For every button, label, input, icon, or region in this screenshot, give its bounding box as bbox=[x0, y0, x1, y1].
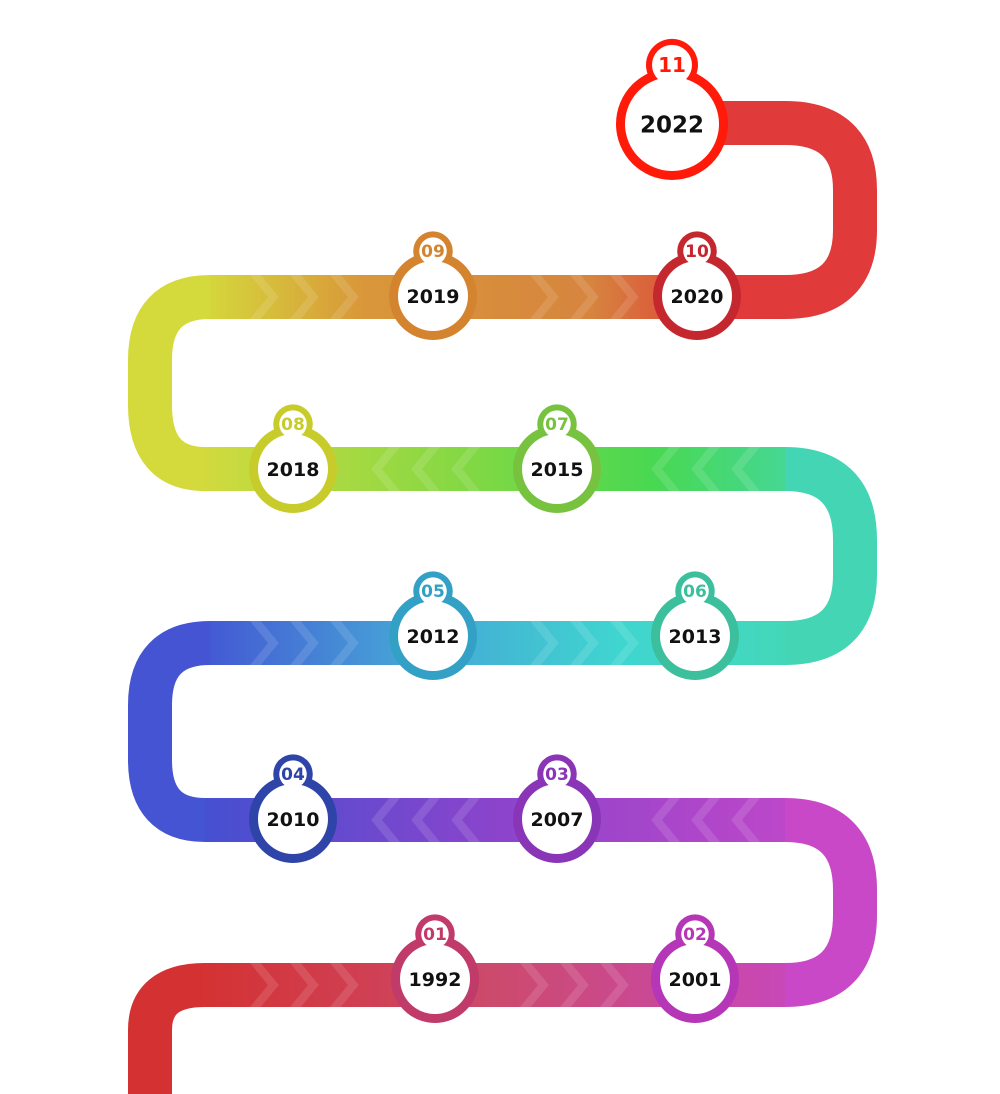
year-circle-inner bbox=[398, 261, 468, 331]
year-circle-inner bbox=[522, 784, 592, 854]
milestone-year: 2001 bbox=[669, 969, 722, 991]
chevron-arrow-icon bbox=[570, 275, 599, 319]
milestone-year: 2007 bbox=[531, 809, 584, 831]
year-circle-inner bbox=[258, 434, 328, 504]
milestone-year: 2010 bbox=[267, 809, 320, 831]
milestone-04: 04 2010 bbox=[249, 754, 337, 863]
track-segment bbox=[205, 798, 877, 1007]
milestone-year: 2018 bbox=[267, 459, 320, 481]
year-circle-inner bbox=[625, 77, 719, 171]
milestone-year: 2012 bbox=[407, 626, 460, 648]
year-circle-inner bbox=[522, 434, 592, 504]
year-circle-inner bbox=[662, 261, 732, 331]
chevron-arrow-icon bbox=[330, 275, 359, 319]
number-bubble-inner bbox=[681, 577, 709, 605]
chevron-arrow-icon bbox=[411, 798, 440, 842]
milestone-number: 05 bbox=[421, 582, 445, 602]
chevron-arrow-icon bbox=[530, 621, 559, 665]
number-bubble-inner bbox=[419, 577, 447, 605]
number-bubble-inner bbox=[681, 920, 709, 948]
milestone-year: 2022 bbox=[640, 112, 704, 138]
year-circle-inner bbox=[660, 601, 730, 671]
milestone-year: 2020 bbox=[671, 286, 724, 308]
track-segment bbox=[205, 447, 877, 665]
milestone-01: 01 1992 bbox=[391, 914, 479, 1023]
milestone-number: 06 bbox=[683, 582, 707, 602]
chevron-arrow-icon bbox=[290, 621, 319, 665]
chevron-arrow-icon bbox=[600, 963, 629, 1007]
chevron-arrow-icon bbox=[570, 621, 599, 665]
track-segment bbox=[128, 275, 785, 491]
track-segment bbox=[670, 101, 877, 319]
chevron-arrow-icon bbox=[610, 621, 639, 665]
milestone-02: 02 2001 bbox=[651, 914, 739, 1023]
milestone-03: 03 2007 bbox=[513, 754, 601, 863]
chevron-arrow-icon bbox=[731, 798, 760, 842]
number-bubble-inner bbox=[421, 920, 449, 948]
chevron-arrow-icon bbox=[560, 963, 589, 1007]
track-chevrons bbox=[250, 275, 760, 1007]
number-bubble-inner bbox=[419, 237, 447, 265]
chevron-arrow-icon bbox=[731, 447, 760, 491]
chevron-arrow-icon bbox=[411, 447, 440, 491]
milestone-06: 06 2013 bbox=[651, 571, 739, 680]
number-bubble-inner bbox=[543, 410, 571, 438]
chevron-arrow-icon bbox=[330, 621, 359, 665]
milestone-year: 2019 bbox=[407, 286, 460, 308]
year-circle-inner bbox=[660, 944, 730, 1014]
chevron-arrow-icon bbox=[290, 275, 319, 319]
chevron-arrow-icon bbox=[691, 447, 720, 491]
chevron-arrow-icon bbox=[250, 275, 279, 319]
chevron-arrow-icon bbox=[610, 275, 639, 319]
year-circle-inner bbox=[398, 601, 468, 671]
milestone-markers: 01 1992 02 2001 03 2007 04 2010 05 2012 06 2013 07 20… bbox=[249, 38, 741, 1023]
milestone-year: 2013 bbox=[669, 626, 722, 648]
chevron-arrow-icon bbox=[530, 275, 559, 319]
milestone-05: 05 2012 bbox=[389, 571, 477, 680]
milestone-09: 09 2019 bbox=[389, 231, 477, 340]
chevron-arrow-icon bbox=[691, 798, 720, 842]
milestone-number: 01 bbox=[423, 925, 447, 945]
track-segment bbox=[128, 621, 785, 842]
number-bubble-inner bbox=[543, 760, 571, 788]
milestone-07: 07 2015 bbox=[513, 404, 601, 513]
chevron-arrow-icon bbox=[371, 447, 400, 491]
number-bubble-inner bbox=[652, 44, 692, 85]
track-segment bbox=[128, 963, 785, 1094]
milestone-number: 07 bbox=[545, 415, 569, 435]
chevron-arrow-icon bbox=[250, 621, 279, 665]
milestone-number: 11 bbox=[658, 53, 686, 77]
year-circle-inner bbox=[258, 784, 328, 854]
number-bubble-inner bbox=[683, 237, 711, 265]
chevron-arrow-icon bbox=[290, 963, 319, 1007]
chevron-arrow-icon bbox=[451, 798, 480, 842]
year-circle-inner bbox=[400, 944, 470, 1014]
milestone-number: 09 bbox=[421, 242, 445, 262]
milestone-number: 08 bbox=[281, 415, 305, 435]
milestone-number: 04 bbox=[281, 765, 305, 785]
chevron-arrow-icon bbox=[520, 963, 549, 1007]
number-bubble-inner bbox=[279, 410, 307, 438]
milestone-year: 1992 bbox=[409, 969, 462, 991]
timeline-track bbox=[128, 101, 877, 1094]
milestone-10: 10 2020 bbox=[653, 231, 741, 340]
chevron-arrow-icon bbox=[250, 963, 279, 1007]
chevron-arrow-icon bbox=[330, 963, 359, 1007]
milestone-number: 10 bbox=[685, 242, 709, 262]
milestone-number: 03 bbox=[545, 765, 569, 785]
chevron-arrow-icon bbox=[651, 447, 680, 491]
milestone-08: 08 2018 bbox=[249, 404, 337, 513]
chevron-arrow-icon bbox=[371, 798, 400, 842]
number-bubble-inner bbox=[279, 760, 307, 788]
milestone-11: 11 2022 bbox=[616, 38, 728, 180]
milestone-number: 02 bbox=[683, 925, 707, 945]
chevron-arrow-icon bbox=[651, 798, 680, 842]
milestone-year: 2015 bbox=[531, 459, 584, 481]
chevron-arrow-icon bbox=[451, 447, 480, 491]
